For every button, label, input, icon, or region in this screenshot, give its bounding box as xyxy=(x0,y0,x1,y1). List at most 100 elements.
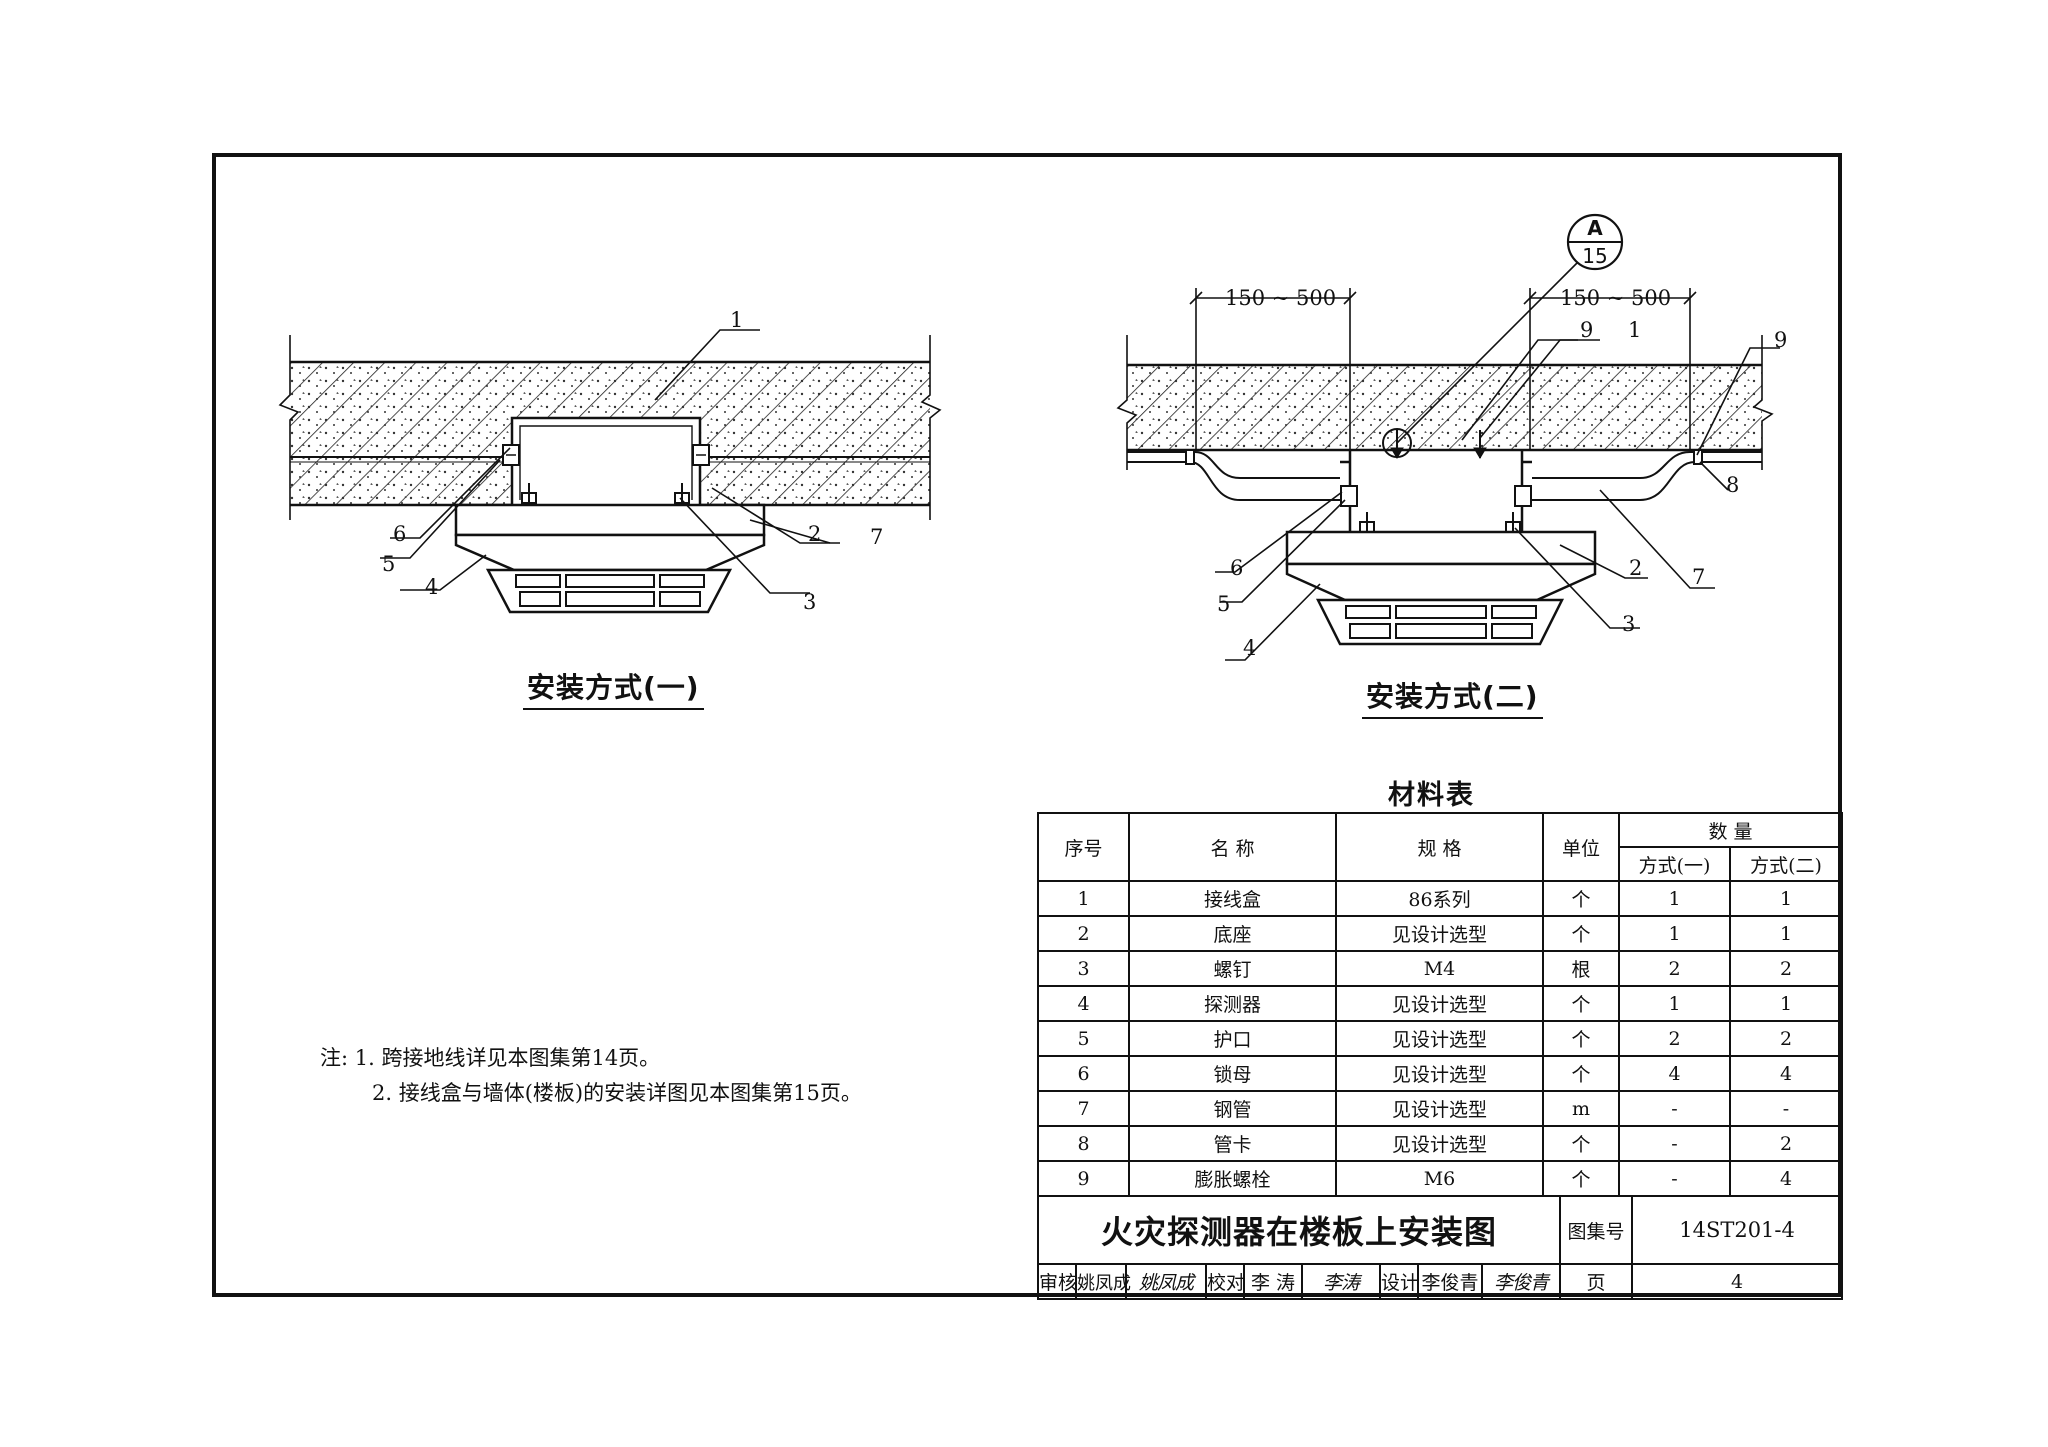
leader-2-label-4: 4 xyxy=(1243,636,1257,660)
header-name: 名 称 xyxy=(1128,812,1337,882)
leader-2-label-5: 5 xyxy=(1217,592,1231,616)
leader-2-label-9b: 9 xyxy=(1774,328,1788,352)
cell-qty-method-1: - xyxy=(1618,1125,1731,1162)
design-label: 设计 xyxy=(1379,1263,1419,1300)
header-method-2: 方式(二) xyxy=(1728,846,1844,882)
cell-spec: 见设计选型 xyxy=(1335,1090,1544,1127)
cell-qty-method-2: 1 xyxy=(1728,915,1844,952)
cell-no: 6 xyxy=(1037,1055,1130,1092)
detail-reference-symbol xyxy=(1396,213,1624,444)
cell-spec: 见设计选型 xyxy=(1335,1055,1544,1092)
cell-no: 5 xyxy=(1037,1020,1130,1057)
designer-name: 李俊青 xyxy=(1417,1263,1483,1300)
cell-no: 8 xyxy=(1037,1125,1130,1162)
atlas-number-label: 图集号 xyxy=(1559,1195,1634,1265)
leader-1-label-6: 6 xyxy=(393,522,407,546)
leader-2-label-9a: 9 xyxy=(1580,318,1594,342)
cell-qty-method-2: 2 xyxy=(1728,1125,1844,1162)
page-label: 页 xyxy=(1559,1263,1634,1300)
cell-no: 3 xyxy=(1037,950,1130,987)
sheet-frame xyxy=(212,153,1842,1297)
cell-no: 7 xyxy=(1037,1090,1130,1127)
cell-unit: 个 xyxy=(1542,1160,1620,1197)
cell-unit: 个 xyxy=(1542,1020,1620,1057)
installation-method-1-drawing xyxy=(278,329,942,614)
cell-unit: 个 xyxy=(1542,915,1620,952)
caption-method-1: 安装方式(一) xyxy=(523,666,704,710)
cell-unit: 个 xyxy=(1542,880,1620,917)
concrete-slab-2 xyxy=(1116,335,1774,470)
leader-1-label-4: 4 xyxy=(425,575,439,599)
cell-qty-method-2: 4 xyxy=(1728,1160,1844,1197)
page-number: 4 xyxy=(1631,1263,1844,1300)
cell-qty-method-1: 1 xyxy=(1618,915,1731,952)
cell-spec: 见设计选型 xyxy=(1335,1020,1544,1057)
cell-spec: 见设计选型 xyxy=(1335,1125,1544,1162)
cell-qty-method-1: - xyxy=(1618,1160,1731,1197)
cell-unit: 根 xyxy=(1542,950,1620,987)
cell-name: 膨胀螺栓 xyxy=(1128,1160,1337,1197)
cell-spec: 见设计选型 xyxy=(1335,915,1544,952)
detail-ref-top: A xyxy=(1587,216,1603,240)
header-no: 序号 xyxy=(1037,812,1130,882)
cell-name: 底座 xyxy=(1128,915,1337,952)
leader-1-label-1: 1 xyxy=(730,308,744,332)
cell-qty-method-1: 2 xyxy=(1618,950,1731,987)
check-label: 校对 xyxy=(1205,1263,1245,1300)
leader-2-label-7: 7 xyxy=(1692,565,1706,589)
cell-name: 探测器 xyxy=(1128,985,1337,1022)
materials-table-title: 材料表 xyxy=(1388,780,1475,811)
header-method-1: 方式(一) xyxy=(1618,846,1731,882)
review-label: 审核 xyxy=(1037,1263,1077,1300)
header-qty: 数 量 xyxy=(1617,812,1844,848)
junction-box-2 xyxy=(1340,428,1532,542)
detail-ref-bottom: 15 xyxy=(1582,244,1608,268)
cell-qty-method-1: - xyxy=(1618,1090,1731,1127)
checker-name: 李 涛 xyxy=(1243,1263,1303,1300)
detector-1 xyxy=(454,503,766,614)
detector-2 xyxy=(1285,530,1597,646)
cell-qty-method-2: - xyxy=(1728,1090,1844,1127)
cell-no: 9 xyxy=(1037,1160,1130,1197)
steel-conduit-2 xyxy=(1127,449,1762,501)
leader-2-label-1: 1 xyxy=(1628,318,1642,342)
leader-1-label-3: 3 xyxy=(803,590,817,614)
cell-qty-method-2: 2 xyxy=(1728,950,1844,987)
cell-qty-method-1: 4 xyxy=(1618,1055,1731,1092)
cell-qty-method-1: 1 xyxy=(1618,985,1731,1022)
leader-lines-2 xyxy=(1215,339,1780,661)
dimension-label-left: 150 ~ 500 xyxy=(1225,286,1337,310)
leader-2-label-3: 3 xyxy=(1622,612,1636,636)
note-line-1: 注: 1. 跨接地线详见本图集第14页。 xyxy=(320,1046,661,1070)
cell-qty-method-1: 1 xyxy=(1618,880,1731,917)
cell-qty-method-1: 2 xyxy=(1618,1020,1731,1057)
cell-qty-method-2: 4 xyxy=(1728,1055,1844,1092)
cell-name: 螺钉 xyxy=(1128,950,1337,987)
caption-method-2: 安装方式(二) xyxy=(1362,675,1543,719)
cell-spec: M4 xyxy=(1335,950,1544,987)
cell-unit: m xyxy=(1542,1090,1620,1127)
leader-2-label-8: 8 xyxy=(1726,473,1740,497)
note-line-2: 2. 接线盒与墙体(楼板)的安装详图见本图集第15页。 xyxy=(372,1081,862,1105)
dimension-lines-2 xyxy=(1189,288,1697,450)
leader-lines-1 xyxy=(380,329,840,594)
cell-qty-method-2: 1 xyxy=(1728,880,1844,917)
atlas-number: 14ST201-4 xyxy=(1631,1195,1844,1265)
cell-qty-method-2: 1 xyxy=(1728,985,1844,1022)
cell-no: 1 xyxy=(1037,880,1130,917)
cell-name: 接线盒 xyxy=(1128,880,1337,917)
checker-signature: 李涛 xyxy=(1301,1263,1381,1300)
designer-signature: 李俊青 xyxy=(1480,1263,1562,1300)
concrete-slab-1 xyxy=(278,335,942,520)
